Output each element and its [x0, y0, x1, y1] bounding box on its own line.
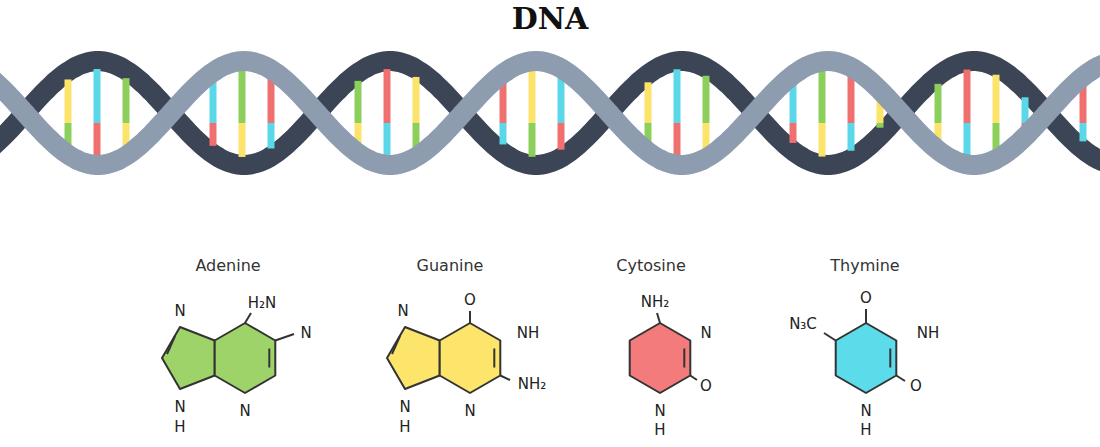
atom-label: N: [464, 403, 475, 420]
base-rung: [123, 78, 130, 123]
bond-line: [275, 334, 294, 341]
double-bond: [493, 349, 495, 368]
atom-label: N₃C: [789, 316, 817, 333]
helix: [0, 61, 1100, 165]
bond-line: [865, 309, 867, 323]
base-rung: [558, 76, 565, 123]
front-strand: [0, 61, 1100, 165]
base-rung: [239, 69, 246, 123]
base-rung: [268, 123, 275, 148]
base-rung: [935, 84, 942, 123]
bond-line: [690, 376, 697, 381]
molecule-name: Cytosine: [616, 256, 685, 275]
base-rung: [848, 75, 855, 123]
base-rung: [65, 79, 72, 123]
base-rung: [674, 123, 681, 157]
bond-line: [657, 313, 660, 323]
atom-label: H: [860, 422, 871, 439]
molecule-name: Guanine: [417, 256, 484, 275]
base-rung: [819, 123, 826, 157]
atom-label: NH: [517, 325, 540, 342]
atom-label: N: [300, 325, 311, 342]
hexagon-ring: [215, 323, 276, 393]
base-rung: [239, 123, 246, 157]
pentagon-ring: [387, 327, 440, 389]
molecules: [162, 309, 905, 393]
atom-label: N: [397, 303, 408, 320]
pentagon-ring: [162, 327, 215, 389]
double-bond: [392, 336, 400, 354]
base-molecule: Cytosine: [612, 254, 689, 277]
atom-label: N: [860, 403, 871, 420]
back-strand: [0, 61, 1100, 165]
atom-label: H: [654, 422, 665, 439]
base-rung: [355, 81, 362, 123]
base-rung: [964, 123, 971, 156]
atom-label: N: [239, 403, 250, 420]
atom-label: N: [174, 303, 185, 320]
base-rung: [384, 123, 391, 157]
atom-label: N: [174, 399, 185, 416]
bond-line: [824, 333, 836, 341]
diagram-title: DNA: [512, 1, 589, 36]
base-molecule: Guanine: [413, 254, 488, 277]
hexagon-ring: [630, 323, 691, 393]
base-rung: [1080, 123, 1087, 141]
base-rung: [529, 123, 536, 157]
base-rung: [848, 123, 855, 151]
atom-label: H: [399, 419, 410, 436]
double-bond: [167, 336, 175, 354]
base-rung: [819, 69, 826, 123]
hexagon-ring: [836, 323, 897, 393]
molecule-name: Adenine: [195, 256, 260, 275]
base-molecule: Thymine: [826, 254, 903, 277]
atom-label: H: [174, 419, 185, 436]
bond-line: [469, 311, 471, 323]
base-rung: [703, 76, 710, 123]
base-molecule: Adenine: [191, 254, 264, 277]
atom-label: NH₂: [641, 294, 670, 311]
base-rung: [993, 75, 1000, 123]
atom-label: NH₂: [518, 376, 547, 393]
base-rung: [529, 69, 536, 123]
double-bond: [268, 349, 270, 368]
base-rung: [413, 77, 420, 123]
base-rung: [558, 123, 565, 150]
base-rung: [964, 70, 971, 123]
atom-label: H₂N: [248, 295, 277, 312]
base-rung: [645, 82, 652, 123]
atom-label: O: [464, 292, 476, 309]
base-rung: [500, 123, 507, 144]
base-rung: [94, 69, 101, 123]
base-rung: [268, 78, 275, 123]
base-rung: [384, 69, 391, 123]
atom-label: NH: [917, 325, 940, 342]
double-bond: [683, 349, 685, 368]
base-rung: [1022, 97, 1029, 123]
atom-label: N: [399, 399, 410, 416]
molecule-name: Thymine: [830, 256, 899, 275]
atom-label: O: [700, 378, 712, 395]
base-rung: [674, 69, 681, 123]
base-rung: [790, 123, 797, 143]
base-rung: [877, 123, 884, 128]
bond-line: [500, 376, 510, 381]
atom-label: O: [860, 290, 872, 307]
atom-label: O: [910, 378, 922, 395]
bond-line: [896, 376, 905, 382]
bond-line: [245, 313, 251, 323]
hexagon-ring: [440, 323, 501, 393]
base-rung: [210, 123, 217, 146]
base-rung: [94, 123, 101, 157]
atom-label: N: [654, 403, 665, 420]
atom-label: N: [700, 325, 711, 342]
double-bond: [889, 349, 891, 368]
